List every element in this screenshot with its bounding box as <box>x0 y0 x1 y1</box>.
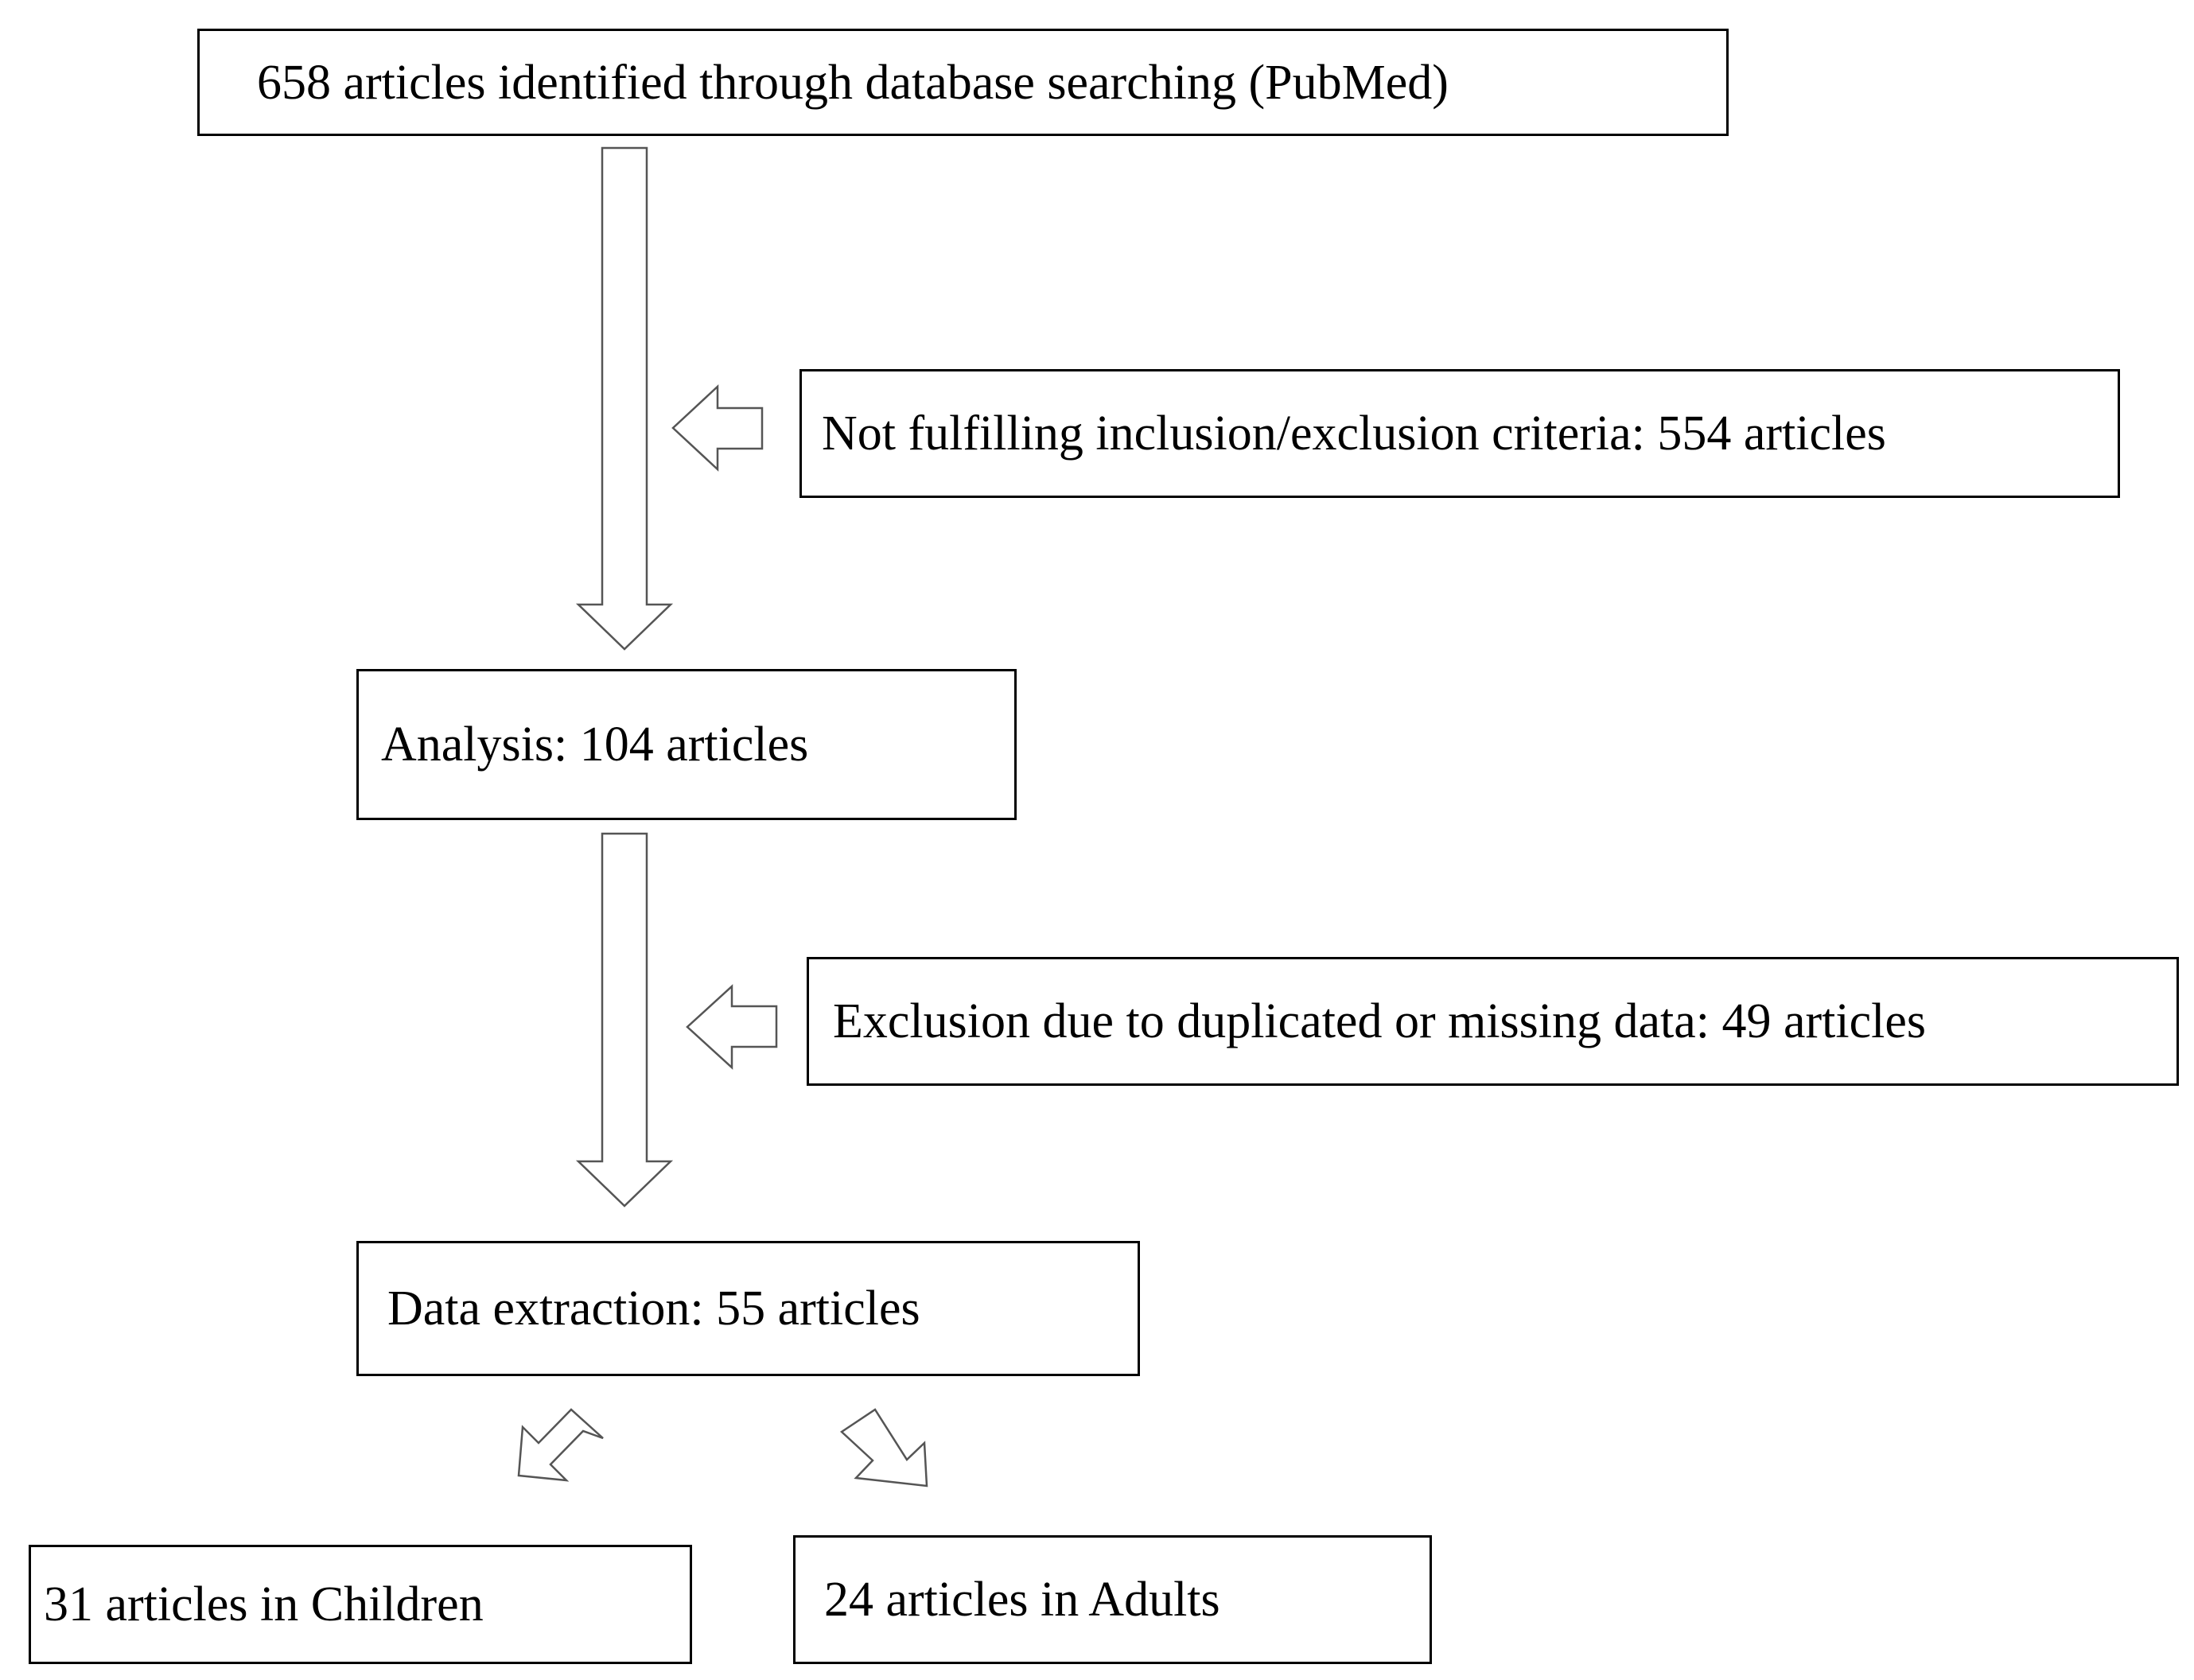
identified-articles-box: 658 articles identified through database… <box>197 29 1729 136</box>
data-extraction-text: Data extraction: 55 articles <box>387 1281 920 1336</box>
excluded-duplicates-text: Exclusion due to duplicated or missing d… <box>833 994 1927 1048</box>
excluded-criteria-box: Not fulfilling inclusion/exclusion crite… <box>799 369 2120 498</box>
diagonal-arrow-children <box>517 1408 604 1482</box>
children-articles-box: 31 articles in Children <box>29 1545 692 1664</box>
down-arrow-1 <box>575 146 674 651</box>
diagonal-arrow-adults <box>839 1408 928 1488</box>
down-arrow-2 <box>575 832 674 1208</box>
adults-articles-box: 24 articles in Adults <box>793 1535 1432 1664</box>
excluded-criteria-text: Not fulfilling inclusion/exclusion crite… <box>822 406 1886 461</box>
excluded-duplicates-box: Exclusion due to duplicated or missing d… <box>807 957 2179 1086</box>
analysis-box: Analysis: 104 articles <box>356 669 1017 820</box>
identified-articles-text: 658 articles identified through database… <box>257 55 1449 110</box>
adults-articles-text: 24 articles in Adults <box>824 1573 1220 1627</box>
left-arrow-1 <box>671 384 764 472</box>
left-arrow-2 <box>686 984 778 1070</box>
data-extraction-box: Data extraction: 55 articles <box>356 1241 1140 1376</box>
analysis-text: Analysis: 104 articles <box>381 718 809 772</box>
children-articles-text: 31 articles in Children <box>44 1577 484 1631</box>
